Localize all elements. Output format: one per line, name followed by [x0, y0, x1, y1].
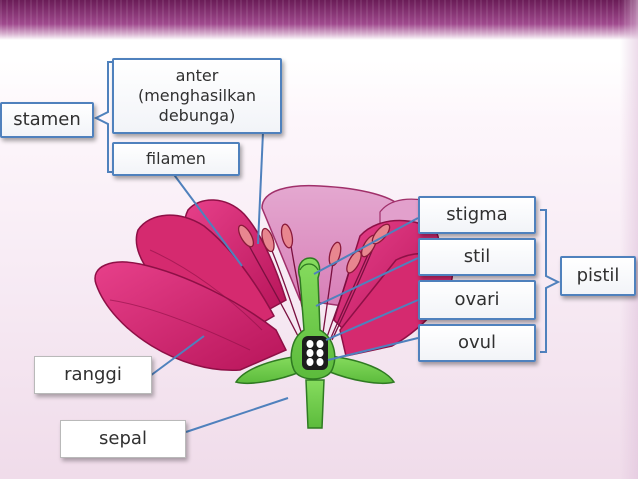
- anthers: [237, 223, 391, 274]
- label-ranggi: ranggi: [34, 356, 152, 394]
- title-band: [0, 0, 638, 40]
- pistil-bracket: [540, 209, 561, 353]
- label-ovari: ovari: [418, 280, 536, 320]
- petal-left-front: [94, 249, 288, 371]
- label-filamen: filamen: [112, 142, 240, 176]
- label-stigma: stigma: [418, 196, 536, 234]
- label-stil: stil: [418, 238, 536, 276]
- side-stripe: [620, 0, 638, 479]
- label-pistil: pistil: [560, 256, 636, 296]
- label-stamen: stamen: [0, 102, 94, 138]
- ovary-ovules: [302, 336, 328, 370]
- label-anter: anter (menghasilkan debunga): [112, 58, 282, 134]
- pointer-lines: [149, 131, 419, 433]
- label-ovul: ovul: [418, 324, 536, 362]
- stamen-bracket: [93, 61, 112, 173]
- label-sepal: sepal: [60, 420, 186, 458]
- sepal-shape: [234, 355, 396, 429]
